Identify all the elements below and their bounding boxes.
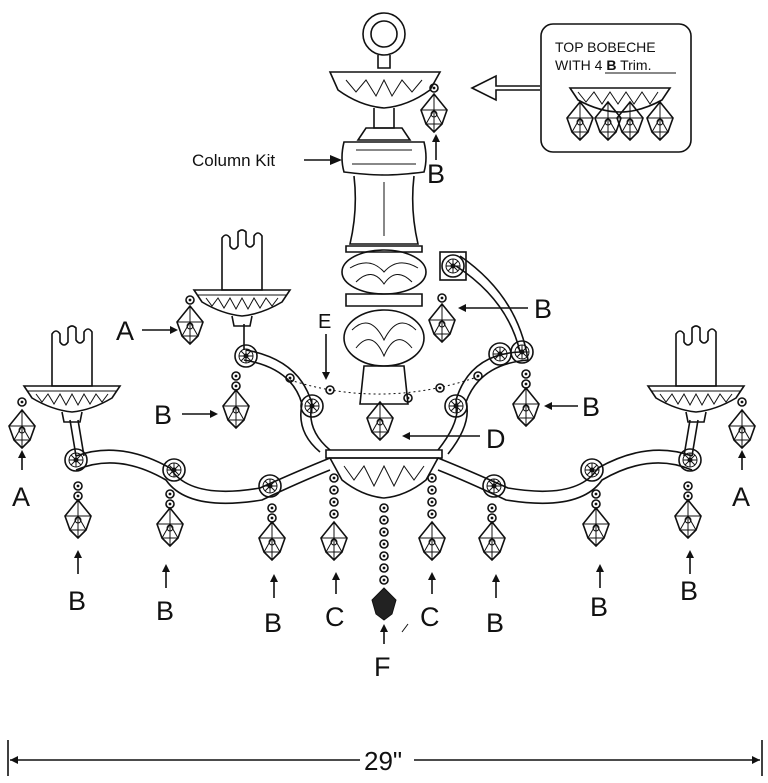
top-bobeche-callout: TOP BOBECHE WITH 4 B Trim. — [470, 23, 692, 153]
arm-right-outer — [437, 419, 699, 505]
strand-f — [371, 503, 397, 621]
label-d: D — [486, 424, 506, 454]
label-b-upper-right: B — [534, 294, 552, 324]
label-b-4: B — [486, 608, 504, 638]
bottom-b-labels: B B B B B B — [68, 550, 698, 638]
pendant-a-left — [8, 397, 36, 449]
label-b-5: B — [590, 592, 608, 622]
column-kit-label: Column Kit — [192, 151, 275, 170]
inner-right-cup-top — [439, 251, 467, 281]
label-a-left: A — [12, 482, 30, 512]
label-b-inner-left: B — [154, 400, 172, 430]
center-bowl — [325, 449, 443, 499]
width-dimension: 29" — [7, 740, 763, 776]
callout-line2: WITH 4 B Trim. — [555, 57, 651, 73]
label-e: E — [318, 311, 331, 333]
label-f: F — [374, 652, 391, 682]
candle-cup-inner-left — [193, 229, 291, 327]
label-b-3: B — [264, 608, 282, 638]
label-b-inner-right: B — [582, 392, 600, 422]
label-b-2: B — [156, 596, 174, 626]
candle-cup-far-right — [647, 325, 745, 423]
label-a-inner-left: A — [116, 316, 134, 346]
top-bobeche — [328, 71, 448, 133]
label-b-top: B — [427, 159, 445, 189]
candle-cup-far-left — [23, 325, 121, 423]
arm-right-inner — [437, 255, 529, 455]
label-b-6: B — [680, 576, 698, 606]
arm-left-outer — [69, 419, 331, 505]
pendant-a-right — [728, 397, 756, 449]
top-ring — [362, 12, 406, 69]
label-a-right: A — [732, 482, 750, 512]
column — [341, 127, 427, 405]
arm-left-inner — [243, 324, 331, 453]
label-c-right: C — [420, 602, 440, 632]
pendant-d — [366, 401, 394, 441]
pendant-a-inner-left — [176, 295, 204, 345]
label-c-left: C — [325, 602, 345, 632]
dimension-label: 29" — [364, 746, 402, 776]
label-b-1: B — [68, 586, 86, 616]
callout-line1: TOP BOBECHE — [555, 39, 656, 55]
